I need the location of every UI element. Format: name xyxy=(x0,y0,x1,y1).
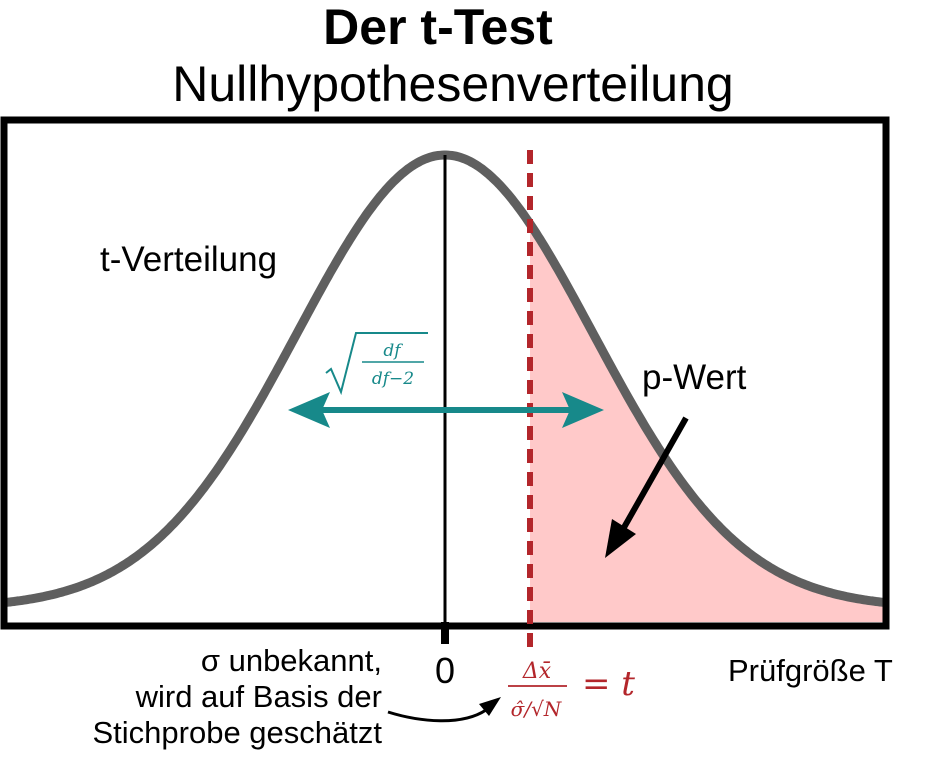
zero-label: 0 xyxy=(435,650,455,691)
std-formula-denominator: df−2 xyxy=(372,369,414,389)
sigma-note-line-1: σ unbekannt, xyxy=(200,643,382,678)
p-value-arrow xyxy=(605,416,689,558)
std-formula-numerator: df xyxy=(383,341,403,361)
sigma-note-line-2: wird auf Basis der xyxy=(135,679,382,714)
t-formula: Δx̄ σ̂/√N = t xyxy=(508,659,635,721)
std-arrow xyxy=(288,392,604,428)
p-value-label: p-Wert xyxy=(642,358,747,397)
note-arrow xyxy=(387,697,501,723)
x-axis-label: Prüfgröße T xyxy=(728,653,893,688)
page-title: Der t-Test xyxy=(323,0,553,55)
sigma-note-line-3: Stichprobe geschätzt xyxy=(92,715,382,750)
sigma-note: σ unbekannt, wird auf Basis der Stichpro… xyxy=(92,643,382,751)
t-formula-result: = t xyxy=(582,664,635,704)
distribution-label: t-Verteilung xyxy=(100,240,277,279)
p-value-area xyxy=(530,223,884,622)
t-formula-numerator: Δx̄ xyxy=(522,659,552,684)
std-formula: df df−2 xyxy=(325,332,428,396)
page-subtitle: Nullhypothesenverteilung xyxy=(172,56,734,112)
t-formula-denominator: σ̂/√N xyxy=(511,697,563,721)
